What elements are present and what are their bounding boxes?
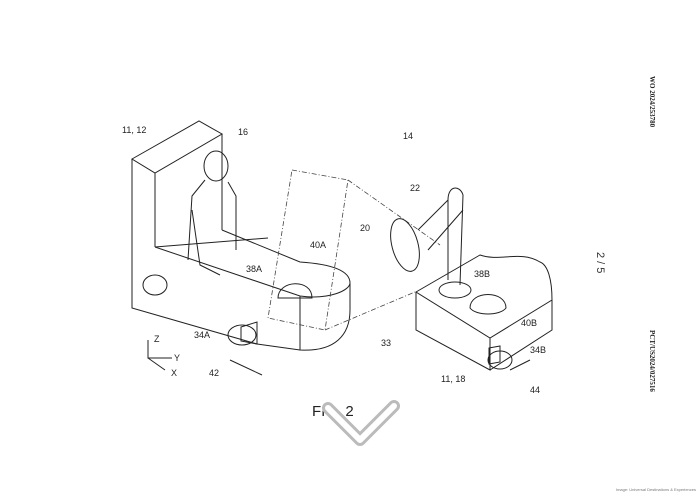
left-vehicle [131,120,351,351]
label-34a: 34A [194,330,210,340]
label-x: X [171,368,177,378]
label-z: Z [154,334,160,344]
reference-labels: 11, 12 16 14 22 20 40A 38A 38B 40B 34A 3… [122,125,546,420]
label-33: 33 [381,338,391,348]
label-44: 44 [530,385,540,395]
label-40a: 40A [310,240,326,250]
label-38b: 38B [474,269,490,279]
label-11-18: 11, 18 [441,374,465,384]
image-credit: Image: Universal Destinations & Experien… [615,487,696,492]
right-vehicle [390,187,553,371]
label-40b: 40B [521,318,537,328]
label-16: 16 [238,127,248,137]
chevron-down-icon[interactable] [322,400,400,446]
label-y: Y [174,353,180,363]
label-14: 14 [403,131,413,141]
label-22: 22 [410,183,420,193]
figure-objects [277,283,507,315]
virtual-window [267,169,441,331]
label-38a: 38A [246,264,262,274]
label-34b: 34B [530,345,546,355]
label-11-12: 11, 12 [122,125,146,135]
label-42: 42 [209,368,219,378]
label-20: 20 [360,223,370,233]
axes-triad [147,340,531,376]
person-figure [187,150,237,276]
